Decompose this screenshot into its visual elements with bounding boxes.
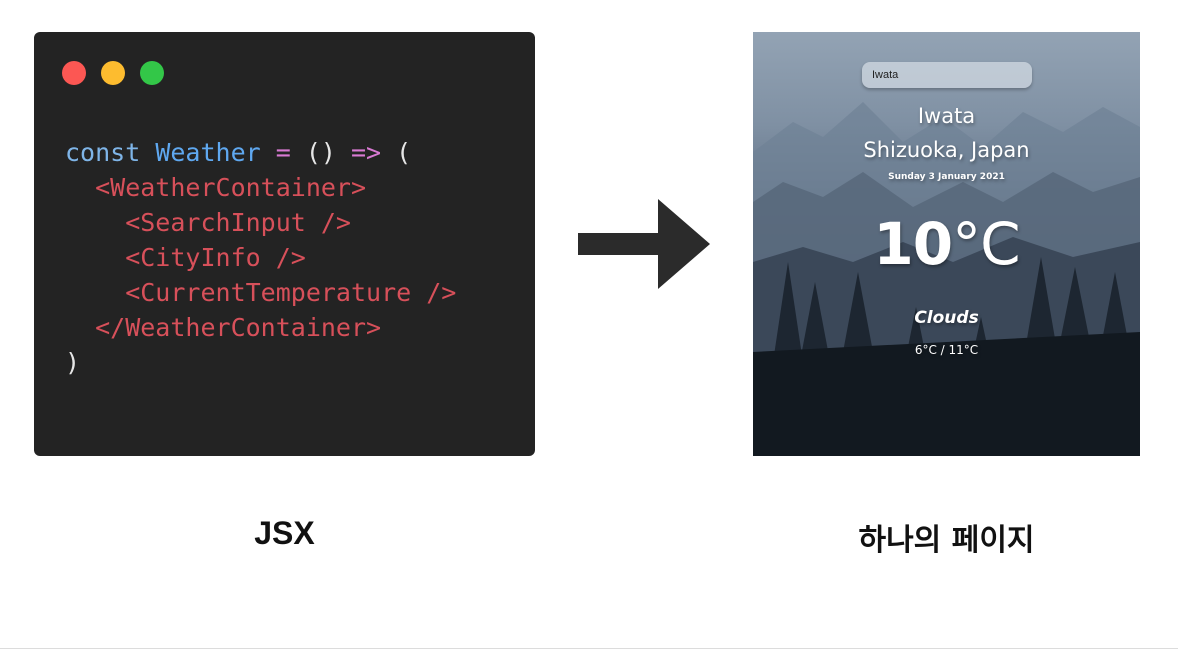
code-token: Weather — [155, 138, 260, 167]
code-line: ) — [65, 345, 456, 380]
code-line: <CurrentTemperature /> — [65, 275, 456, 310]
code-token: ( — [381, 138, 411, 167]
minimize-dot-icon — [101, 61, 125, 85]
right-arrow-icon — [578, 197, 710, 291]
close-dot-icon — [62, 61, 86, 85]
weather-page-preview: Iwata Shizuoka, Japan Sunday 3 January 2… — [753, 32, 1140, 456]
code-block: const Weather = () => ( <WeatherContaine… — [65, 135, 456, 380]
weather-condition: Clouds — [753, 308, 1140, 328]
caption-single-page: 하나의 페이지 — [753, 515, 1140, 559]
maximize-dot-icon — [140, 61, 164, 85]
city-name: Iwata — [753, 104, 1140, 128]
code-line: <SearchInput /> — [65, 205, 456, 240]
code-token: => — [351, 138, 381, 167]
date-label: Sunday 3 January 2021 — [753, 172, 1140, 182]
code-token: const — [65, 138, 155, 167]
code-line: <CityInfo /> — [65, 240, 456, 275]
code-token: <CurrentTemperature /> — [65, 278, 456, 307]
code-token: = — [261, 138, 306, 167]
code-token: </WeatherContainer> — [65, 313, 381, 342]
temperature-unit: °C — [952, 210, 1020, 278]
temperature-range: 6°C / 11°C — [753, 343, 1140, 357]
code-line: <WeatherContainer> — [65, 170, 456, 205]
region-name: Shizuoka, Japan — [753, 138, 1140, 162]
search-input[interactable] — [862, 62, 1032, 88]
divider — [0, 648, 1178, 649]
current-temperature: 10°C — [753, 210, 1140, 278]
code-token: <WeatherContainer> — [65, 173, 366, 202]
temperature-value: 10 — [873, 210, 952, 278]
code-line: const Weather = () => ( — [65, 135, 456, 170]
caption-jsx: JSX — [34, 515, 535, 552]
code-token: <SearchInput /> — [65, 208, 351, 237]
code-token: <CityInfo /> — [65, 243, 306, 272]
code-line: </WeatherContainer> — [65, 310, 456, 345]
code-token: () — [306, 138, 351, 167]
code-token: ) — [65, 348, 80, 377]
